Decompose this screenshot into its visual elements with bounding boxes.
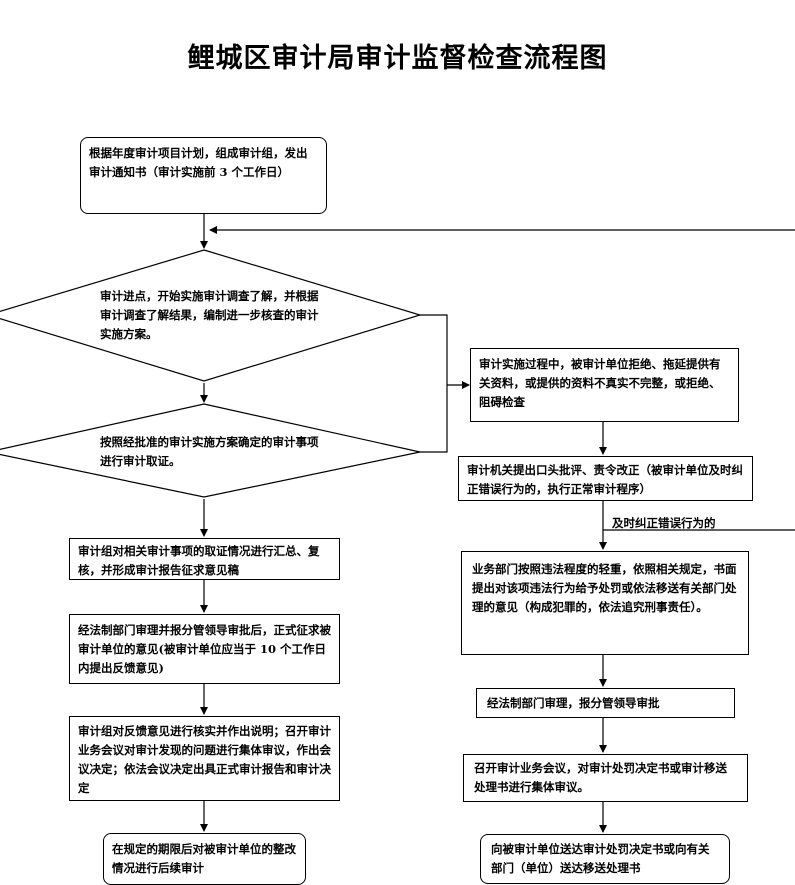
node-criticize: 审计机关提出口头批评、责令改正（被审计单位及时纠正错误行为的，执行正常审计程序） — [458, 456, 753, 501]
node-plan: 根据年度审计项目计划，组成审计组，发出审计通知书（审计实施前 3 个工作日） — [80, 137, 327, 214]
node-meeting: 审计组对反馈意见进行核实并作出说明；召开审计业务会议对审计发现的问题进行集体审议… — [69, 716, 340, 801]
node-entry: 审计进点，开始实施审计调查了解，并根据审计调查了解结果，编制进一步核查的审计实施… — [100, 289, 319, 341]
node-deliver: 向被审计单位送达审计处罚决定书或向有关部门（单位）送达移送处理书 — [480, 834, 730, 884]
node-review: 经法制部门审理并报分管领导审批后，正式征求被审计单位的意见(被审计单位应当于 1… — [69, 614, 340, 684]
node-refuse: 审计实施过程中，被审计单位拒绝、拖延提供有关资料，或提供的资料不真实不完整，或拒… — [470, 348, 739, 422]
entry-diamond — [0, 249, 423, 382]
label-corrected: 及时纠正错误行为的 — [612, 516, 716, 530]
node-evidence: 按照经批准的审计实施方案确定的审计事项进行审计取证。 — [100, 435, 319, 468]
node-legal: 经法制部门审理，报分管领导审批 — [476, 688, 735, 718]
node-followup: 在规定的期限后对被审计单位的整改情况进行后续审计 — [103, 833, 306, 885]
node-collective: 召开审计业务会议，对审计处罚决定书或审计移送处理书进行集体审议。 — [463, 754, 748, 802]
page-title: 鲤城区审计局审计监督检查流程图 — [187, 43, 608, 74]
branch-line — [420, 314, 448, 453]
evidence-diamond — [0, 403, 421, 498]
node-summary: 审计组对相关审计事项的取证情况进行汇总、复核，并形成审计报告征求意见稿 — [69, 538, 340, 580]
node-dept: 业务部门按照违法程度的轻重，依照相关规定，书面提出对该项违法行为给予处罚或依法移… — [461, 551, 749, 655]
